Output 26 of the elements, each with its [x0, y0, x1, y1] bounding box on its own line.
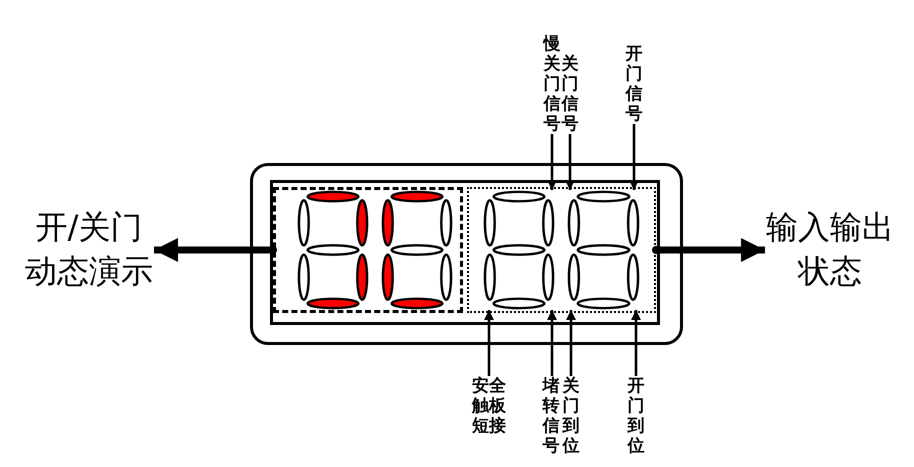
seven-segment-digit-drawing [381, 190, 453, 310]
dashed-group-box [273, 187, 463, 313]
label-text: 开门到位 [627, 376, 645, 456]
label-text: 堵转信号 [542, 376, 560, 456]
seven-segment-digit-drawing [297, 190, 369, 310]
arrow [629, 124, 639, 190]
arrow [547, 134, 557, 190]
label-text: 关门信号 [561, 54, 579, 134]
seven-segment-digit-drawing [567, 190, 640, 310]
seven-segment-digit-drawing [483, 190, 555, 310]
label-text: 输入输出状态 [765, 205, 895, 295]
arrow [566, 310, 576, 376]
display-frame [270, 180, 660, 325]
dotted-group-box [467, 187, 656, 313]
label-text: 慢关门信号 [543, 34, 561, 134]
label-text: 开门信号 [625, 44, 643, 124]
thick-arrow [154, 238, 277, 262]
thick-arrow [652, 238, 765, 262]
arrow [631, 310, 641, 376]
display-panel [250, 163, 683, 345]
label-text: 开/关门动态演示 [24, 205, 154, 295]
arrow [547, 310, 557, 376]
label-text: 关门到位 [562, 376, 580, 456]
arrow [484, 310, 494, 376]
label-text: 安全触板短接 [470, 376, 508, 436]
arrow [565, 134, 575, 190]
